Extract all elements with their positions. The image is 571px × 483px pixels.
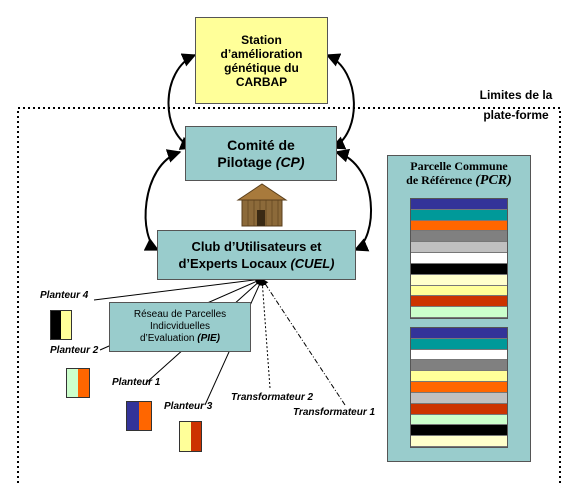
cp-box: Comité de Pilotage (CP) xyxy=(185,126,337,181)
arc-cp-cuel-right xyxy=(334,148,372,252)
arc-station-cp-right xyxy=(325,53,355,150)
cuel-line2-text: d’Experts Locaux xyxy=(178,256,291,271)
station-line2: d’amélioration xyxy=(220,46,303,61)
planteur2-label: Planteur 2 xyxy=(50,345,99,356)
pie-line3: d’Evaluation (PIE) xyxy=(140,333,220,345)
pie-line3-text: d’Evaluation xyxy=(139,333,198,344)
limits-line2: plate-forme xyxy=(483,108,549,122)
pcr-line2: de Référence (PCR) xyxy=(388,173,530,188)
stripe xyxy=(411,296,507,308)
stripe xyxy=(411,425,507,437)
stripe xyxy=(411,338,507,350)
stripe xyxy=(411,360,507,372)
stripe xyxy=(411,403,507,415)
pcr-stripes-top xyxy=(410,198,508,319)
stripe xyxy=(411,392,507,404)
cuel-line2: d’Experts Locaux (CUEL) xyxy=(178,255,334,272)
stripe xyxy=(411,307,507,318)
stripe xyxy=(411,328,507,339)
flag-band xyxy=(78,369,89,397)
transformateur1-label: Transformateur 1 xyxy=(293,407,376,418)
pie-box: Réseau de Parcelles Indicviduelles d’Eva… xyxy=(109,302,251,352)
pie-line1: Réseau de Parcelles xyxy=(133,309,227,320)
stripe xyxy=(411,220,507,232)
cp-acronym: (CP) xyxy=(275,153,305,170)
stripe xyxy=(411,242,507,254)
planteur3-label: Planteur 3 xyxy=(164,401,213,412)
flag-band xyxy=(180,422,191,451)
flag-band xyxy=(127,402,139,430)
stripe xyxy=(411,349,507,361)
flag-band xyxy=(51,311,61,339)
arc-cp-cuel-left xyxy=(143,149,182,251)
stripe xyxy=(411,436,507,447)
station-line4: CARBAP xyxy=(235,74,288,89)
planteur1-flag xyxy=(126,401,152,431)
arc-station-cp-left xyxy=(167,53,197,150)
cp-line1: Comité de xyxy=(227,136,295,153)
limits-line1: Limites de la xyxy=(479,88,553,102)
flag-band xyxy=(61,311,71,339)
planteur4-label: Planteur 4 xyxy=(40,290,89,301)
planteur2-flag xyxy=(66,368,90,398)
cp-line2-text: Pilotage xyxy=(217,153,276,170)
cp-line2: Pilotage (CP) xyxy=(217,154,304,171)
planteur1-label: Planteur 1 xyxy=(112,377,161,388)
planteur3-flag xyxy=(179,421,202,452)
station-line1: Station xyxy=(241,32,282,47)
station-line3: génétique du xyxy=(224,60,299,75)
pcr-line2-text: de Référence xyxy=(406,173,476,187)
planteur4-flag xyxy=(50,310,72,340)
stripe xyxy=(411,274,507,286)
pcr-stripes-bottom xyxy=(410,327,508,448)
stripe xyxy=(411,285,507,297)
stripe xyxy=(411,263,507,275)
stripe xyxy=(411,414,507,426)
stripe xyxy=(411,371,507,383)
limits-label: Limites de la plate-forme xyxy=(475,88,557,122)
stripe xyxy=(411,253,507,264)
pcr-box: Parcelle Commune de Référence (PCR) xyxy=(387,155,531,462)
stripe xyxy=(411,231,507,243)
pcr-acronym: (PCR) xyxy=(475,173,512,188)
flag-band xyxy=(190,422,201,451)
pie-acronym: (PIE) xyxy=(197,333,221,344)
cuel-line1: Club d’Utilisateurs et xyxy=(191,239,322,254)
flag-band xyxy=(67,369,78,397)
pcr-line1: Parcelle Commune xyxy=(410,159,508,173)
transformateur2-label: Transformateur 2 xyxy=(231,392,314,403)
line-planteur4 xyxy=(93,276,263,301)
stripe xyxy=(411,199,507,210)
pcr-title: Parcelle Commune de Référence (PCR) xyxy=(388,159,530,188)
stripe xyxy=(411,209,507,221)
cuel-acronym: (CUEL) xyxy=(290,256,335,271)
platform-boundary xyxy=(17,107,561,483)
pie-line2: Indicviduelles xyxy=(149,321,211,332)
cuel-box: Club d’Utilisateurs et d’Experts Locaux … xyxy=(157,230,356,280)
flag-band xyxy=(139,402,151,430)
station-box: Station d’amélioration génétique du CARB… xyxy=(195,17,328,104)
stripe xyxy=(411,382,507,393)
